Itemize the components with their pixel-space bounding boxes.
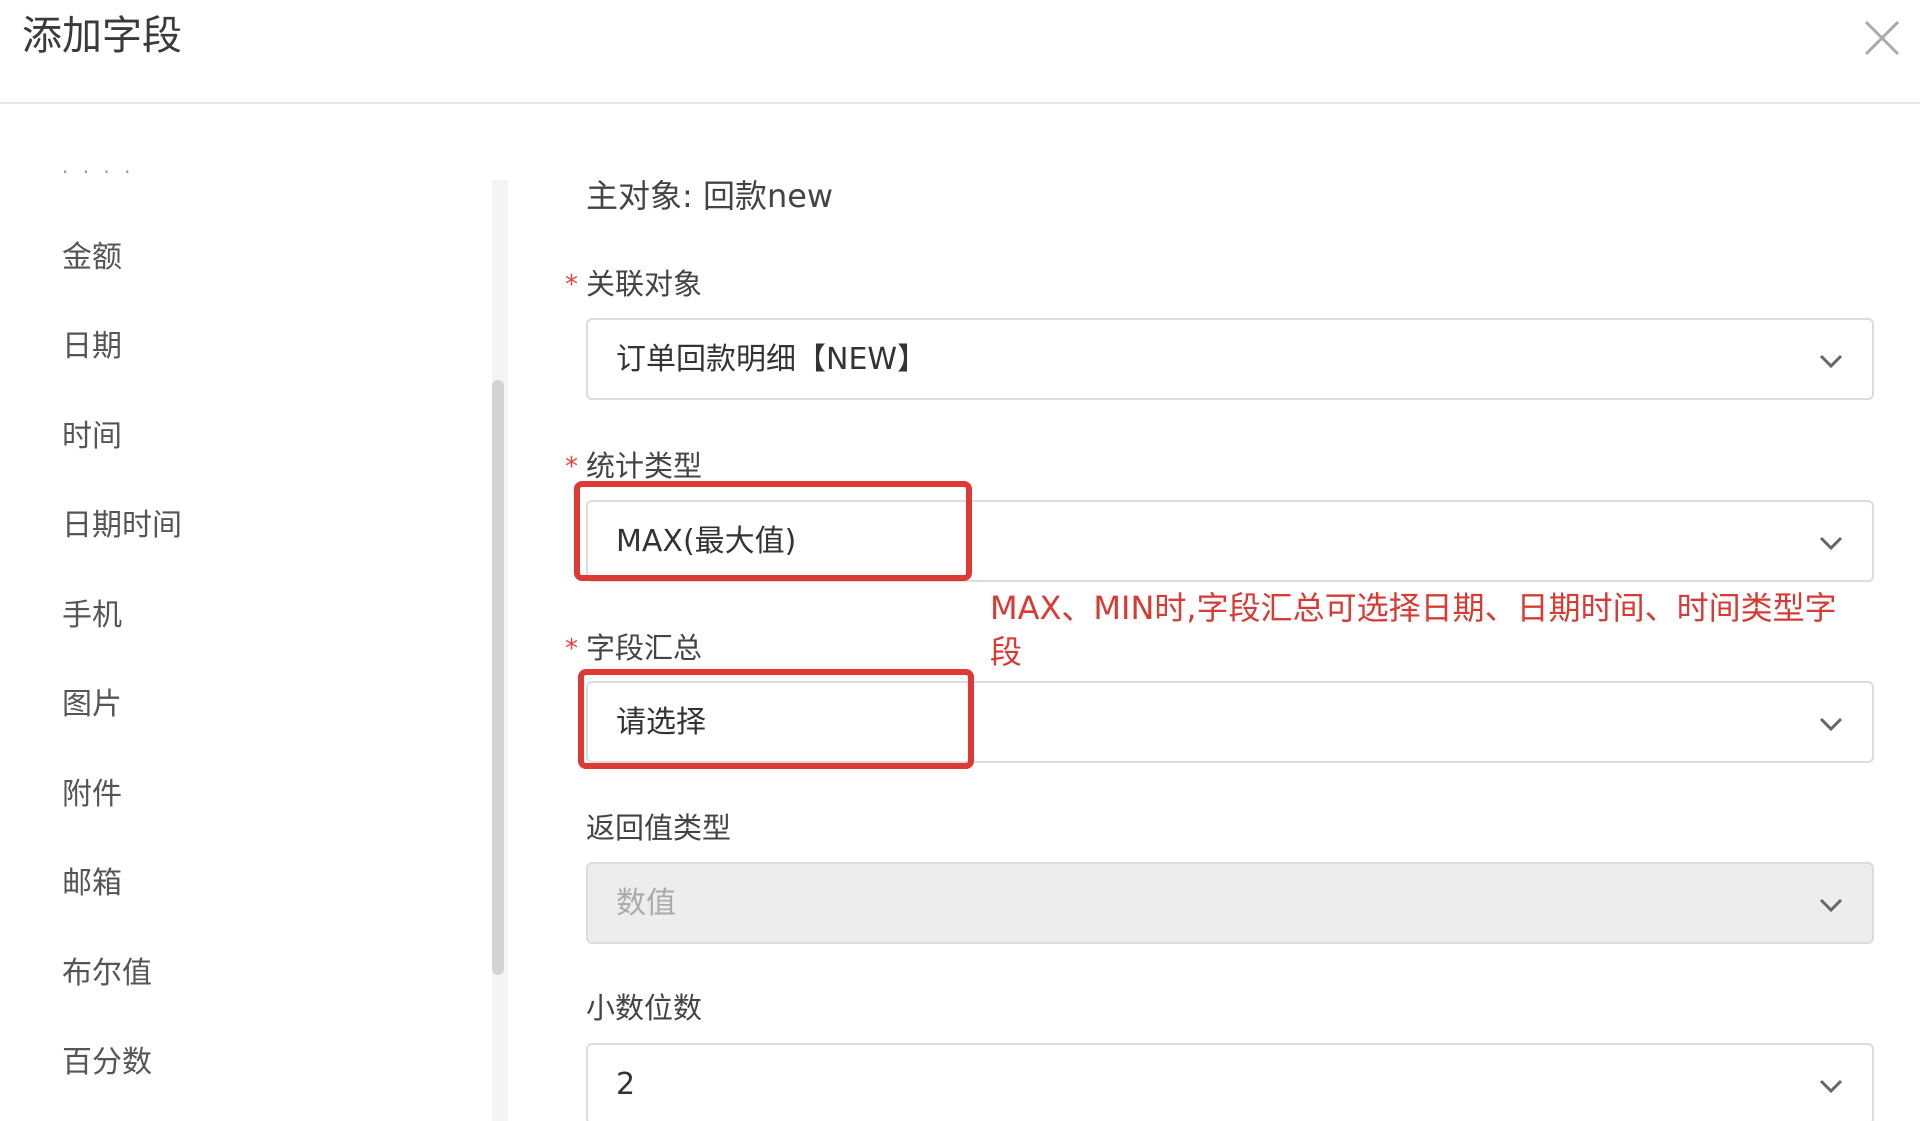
related-object-select[interactable]: 订单回款明细【NEW】: [586, 318, 1874, 400]
type-item-image[interactable]: 图片: [62, 687, 122, 722]
required-mark: *: [565, 634, 578, 664]
type-item-datetime[interactable]: 日期时间: [62, 508, 182, 543]
type-item-boolean[interactable]: 布尔值: [62, 956, 152, 991]
stat-type-select[interactable]: MAX(最大值): [586, 500, 1874, 582]
required-mark: *: [565, 452, 578, 482]
dialog-title: 添加字段: [22, 13, 182, 59]
chevron-down-icon: [1819, 536, 1843, 551]
chevron-down-icon: [1819, 717, 1843, 732]
decimal-places-label: 小数位数: [586, 991, 703, 1025]
stat-type-label: 统计类型: [586, 449, 703, 483]
field-summary-select[interactable]: 请选择: [586, 681, 1874, 763]
field-summary-placeholder: 请选择: [616, 705, 706, 740]
return-type-label: 返回值类型: [586, 811, 732, 845]
type-item-email[interactable]: 邮箱: [62, 866, 122, 901]
field-summary-label: 字段汇总: [586, 631, 703, 665]
type-item-amount[interactable]: 金额: [62, 240, 122, 275]
decimal-places-select[interactable]: 2: [586, 1043, 1874, 1121]
type-item-phone[interactable]: 手机: [62, 598, 122, 633]
chevron-down-icon: [1819, 354, 1843, 369]
type-item-date[interactable]: 日期: [62, 329, 122, 364]
type-item-percent[interactable]: 百分数: [62, 1045, 152, 1080]
type-item-attachment[interactable]: 附件: [62, 777, 122, 812]
stat-type-value: MAX(最大值): [616, 524, 797, 559]
return-type-select: 数值: [586, 862, 1874, 944]
type-list-scrollbar-thumb[interactable]: [492, 380, 504, 975]
decimal-places-value: 2: [616, 1067, 636, 1102]
related-object-label: 关联对象: [586, 267, 703, 301]
main-object-text: 主对象: 回款new: [586, 177, 834, 215]
return-type-value: 数值: [616, 886, 676, 921]
type-item-time[interactable]: 时间: [62, 419, 122, 454]
dialog-header: 添加字段: [0, 0, 1920, 104]
chevron-down-icon: [1819, 898, 1843, 913]
required-mark: *: [565, 270, 578, 300]
more-types-indicator: · · · ·: [62, 160, 135, 184]
related-object-value: 订单回款明细【NEW】: [616, 342, 928, 377]
annotation-note: MAX、MIN时,字段汇总可选择日期、日期时间、时间类型字段: [990, 589, 1837, 671]
chevron-down-icon: [1819, 1079, 1843, 1094]
close-icon[interactable]: [1862, 18, 1902, 58]
